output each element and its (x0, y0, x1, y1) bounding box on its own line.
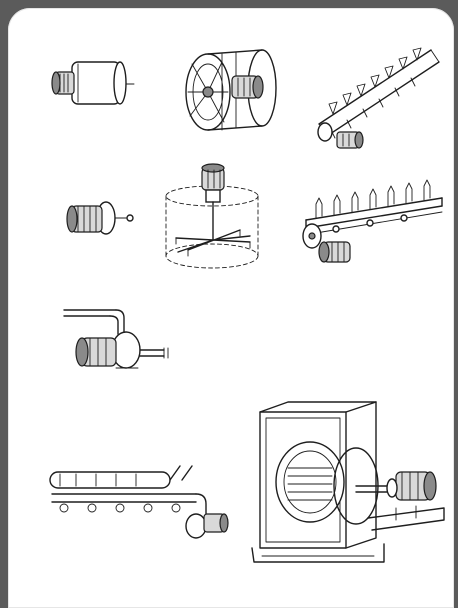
motor-pump-icon (58, 194, 138, 244)
illustration-card (8, 8, 454, 608)
axial-fan-icon (178, 46, 278, 136)
tank-agitator-icon (158, 158, 268, 276)
inclined-conveyor-icon (313, 36, 448, 156)
centrifugal-pump-icon (60, 304, 180, 384)
bottle-conveyor-icon (300, 178, 450, 278)
roller-conveyor-icon (46, 458, 229, 548)
centrifugal-blower-icon (248, 398, 448, 568)
motor-drum-icon (48, 54, 138, 114)
